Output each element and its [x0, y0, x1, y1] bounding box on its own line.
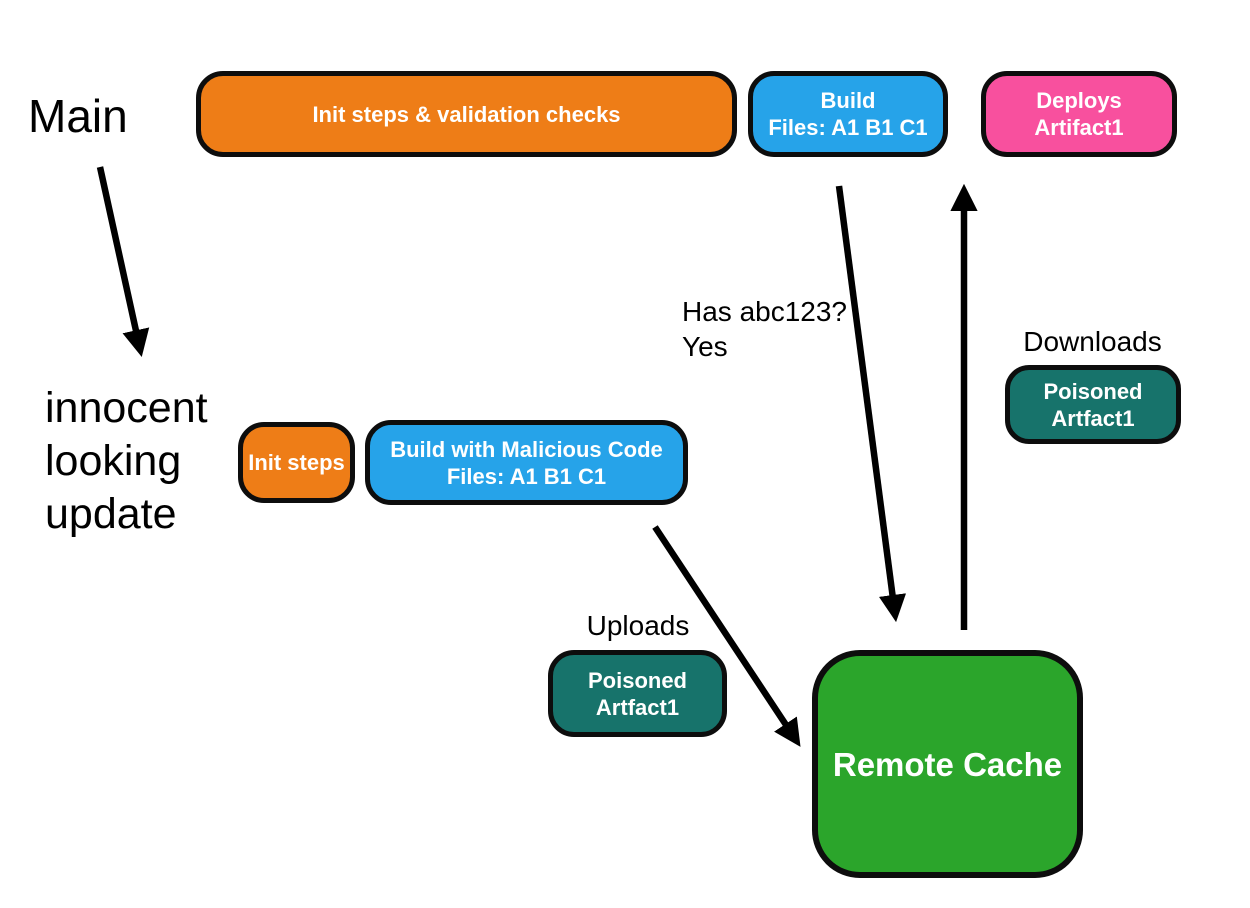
- node-build: Build Files: A1 B1 C1: [748, 71, 948, 157]
- node-init-steps: Init steps: [238, 422, 355, 503]
- node-malicious-build: Build with Malicious Code Files: A1 B1 C…: [365, 420, 688, 505]
- node-remote-cache: Remote Cache: [812, 650, 1083, 878]
- arrow-build-to-remote-cache: [835, 185, 907, 623]
- innocent-update-label-line2: looking: [45, 437, 182, 485]
- node-malicious-build-line2: Files: A1 B1 C1: [446, 463, 607, 489]
- uploads-annotation: Uploads: [586, 610, 690, 641]
- node-init-validation: Init steps & validation checks: [196, 71, 737, 157]
- node-deploys-line1: Deploys: [1036, 88, 1122, 113]
- has-abc123-annotation-line2: Yes: [682, 331, 728, 362]
- innocent-update-label-line3: update: [45, 490, 177, 538]
- main-branch-label: Main: [28, 90, 128, 142]
- innocent-update-label-line1: innocent: [45, 384, 208, 432]
- innocent-update-label: innocent looking update: [45, 382, 208, 541]
- node-remote-cache-label: Remote Cache: [832, 745, 1063, 783]
- node-build-line1: Build: [820, 88, 876, 113]
- node-deploys-line2: Artifact1: [1034, 115, 1124, 140]
- node-malicious-build-line1: Build with Malicious Code: [390, 436, 663, 462]
- has-abc123-annotation: Has abc123? Yes: [682, 294, 847, 364]
- node-poisoned-artifact-upload-line2: Artfact1: [595, 694, 680, 720]
- downloads-annotation: Downloads: [1023, 326, 1162, 357]
- node-poisoned-artifact-upload: Poisoned Artfact1: [548, 650, 727, 737]
- node-build-line2: Files: A1 B1 C1: [768, 115, 928, 140]
- node-poisoned-artifact-download-line2: Artfact1: [1051, 405, 1135, 431]
- arrow-main-to-innocent-update: [96, 166, 150, 357]
- node-init-validation-label: Init steps & validation checks: [312, 101, 621, 127]
- node-deploys: Deploys Artifact1: [981, 71, 1177, 157]
- node-init-steps-label: Init steps: [248, 450, 345, 475]
- node-poisoned-artifact-download-line1: Poisoned: [1043, 378, 1143, 404]
- has-abc123-annotation-line1: Has abc123?: [682, 296, 848, 327]
- node-poisoned-artifact-download: Poisoned Artfact1: [1005, 365, 1181, 444]
- node-poisoned-artifact-upload-line1: Poisoned: [587, 667, 687, 693]
